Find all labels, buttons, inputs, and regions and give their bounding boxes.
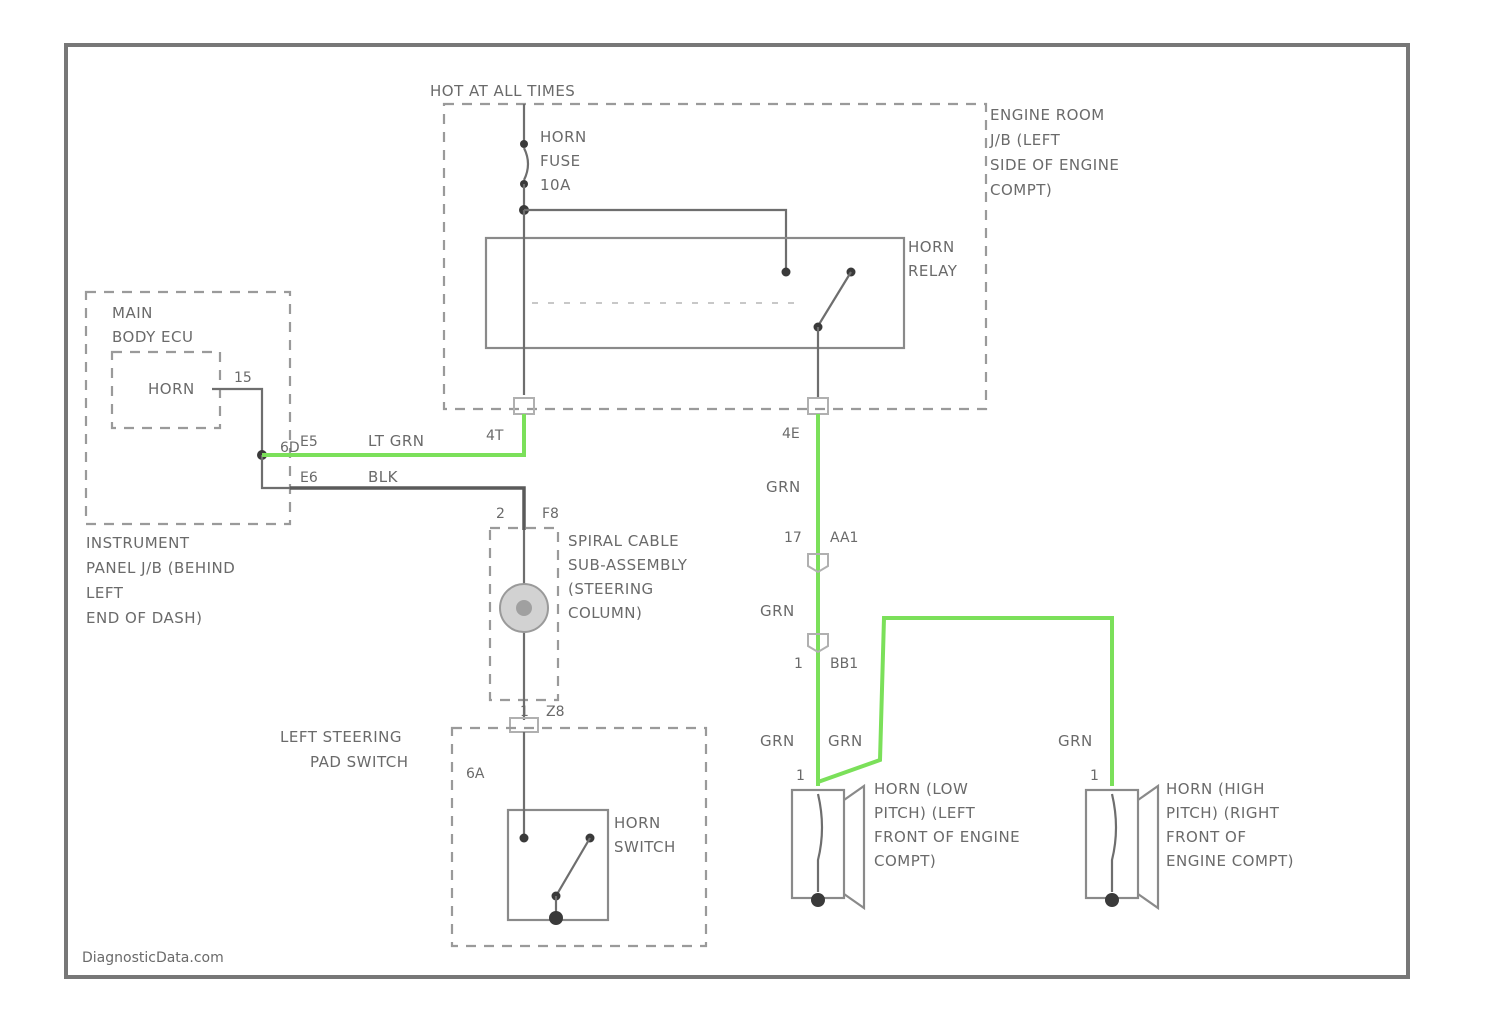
watermark-label: DiagnosticData.com [82,950,224,966]
connector-4t [514,398,534,414]
ecu-horn-wire [212,389,262,455]
grn-label: GRN [1058,732,1093,750]
instrument-panel-jb-box [86,292,290,524]
spiral-coil-center [516,600,532,616]
pin-15-label: 15 [234,370,252,386]
relay-switch-feed-wire [524,210,786,270]
connector-4e [808,398,828,414]
engine-room-label: J/B (LEFT [989,131,1061,149]
horn-low-label: HORN (LOW [874,780,968,798]
pin-17-label: 17 [784,530,802,546]
left-steering-pad-label: LEFT STEERING [280,728,402,746]
horn-switch-arm [556,838,590,896]
horn-fuse-label: FUSE [540,152,581,170]
blk-label: BLK [368,468,399,486]
grn-label: GRN [760,602,795,620]
grn-label: GRN [760,732,795,750]
steering-pad-switch-box [452,728,706,946]
grn-label: GRN [766,478,801,496]
spiral-cable-label: SPIRAL CABLE [568,532,679,550]
horn-fuse-label: 10A [540,176,571,194]
pin-e5-label: E5 [300,434,318,450]
relay-switch-arm [818,272,851,326]
pin-e6-label: E6 [300,470,318,486]
left-steering-pad-label: PAD SWITCH [310,753,408,771]
horn-high-label: HORN (HIGH [1166,780,1265,798]
horn-high-label: FRONT OF [1166,828,1246,846]
horn-switch-label: HORN [614,814,661,832]
spiral-cable-label: COLUMN) [568,604,642,622]
ground-icon [1105,893,1119,907]
spiral-cable-label: SUB-ASSEMBLY [568,556,688,574]
horn-relay-box [486,238,904,348]
horn-inner-label: HORN [148,380,195,398]
horn-switch-contact [520,834,529,843]
ground-icon [549,911,563,925]
pin-1-high-label: 1 [1090,768,1099,784]
blk-wire [290,488,524,530]
pin-bb1-label: BB1 [830,656,858,672]
main-body-ecu-label: MAIN [112,304,153,322]
pin-6d-label: 6D [280,440,300,456]
pin-z8-label: Z8 [546,704,565,720]
horn-low-coil [818,794,822,892]
engine-room-label: ENGINE ROOM [990,106,1105,124]
horn-low-bell-icon [844,786,864,908]
horn-relay-label: HORN [908,238,955,256]
horn-low-label: PITCH) (LEFT [874,804,976,822]
ip-jb-label: END OF DASH) [86,609,202,627]
engine-room-label: COMPT) [990,181,1052,199]
lt-grn-label: LT GRN [368,432,425,450]
pin-1-bb1-label: 1 [794,656,803,672]
spiral-cable-label: (STEERING [568,580,654,598]
ip-jb-label: INSTRUMENT [86,534,190,552]
ip-jb-label: LEFT [86,584,124,602]
hot-at-all-times-label: HOT AT ALL TIMES [430,82,575,100]
ip-jb-label: PANEL J/B (BEHIND [86,559,235,577]
horn-switch-label: SWITCH [614,838,676,856]
pin-aa1-label: AA1 [830,530,858,546]
grn-wire-high-horn [818,618,1112,786]
pin-1-low-label: 1 [796,768,805,784]
pin-2-label: 2 [496,506,505,522]
horn-relay-label: RELAY [908,262,958,280]
horn-low-label: FRONT OF ENGINE [874,828,1020,846]
fuse-terminal-top [520,140,528,148]
pin-4e-label: 4E [782,426,800,442]
ground-icon [811,893,825,907]
pin-4t-label: 4T [486,428,504,444]
relay-contact-fixed [782,268,791,277]
horn-high-bell-icon [1138,786,1158,908]
connector-z8 [510,718,538,732]
horn-low-label: COMPT) [874,852,936,870]
horn-high-label: ENGINE COMPT) [1166,852,1294,870]
ecu-ground-branch [262,455,300,488]
engine-room-label: SIDE OF ENGINE [990,156,1119,174]
main-body-ecu-label: BODY ECU [112,328,193,346]
horn-high-label: PITCH) (RIGHT [1166,804,1280,822]
grn-label: GRN [828,732,863,750]
fuse-element [524,148,528,180]
horn-high-coil [1112,794,1116,892]
pin-6a-label: 6A [466,766,485,782]
horn-fuse-label: HORN [540,128,587,146]
pin-f8-label: F8 [542,506,559,522]
